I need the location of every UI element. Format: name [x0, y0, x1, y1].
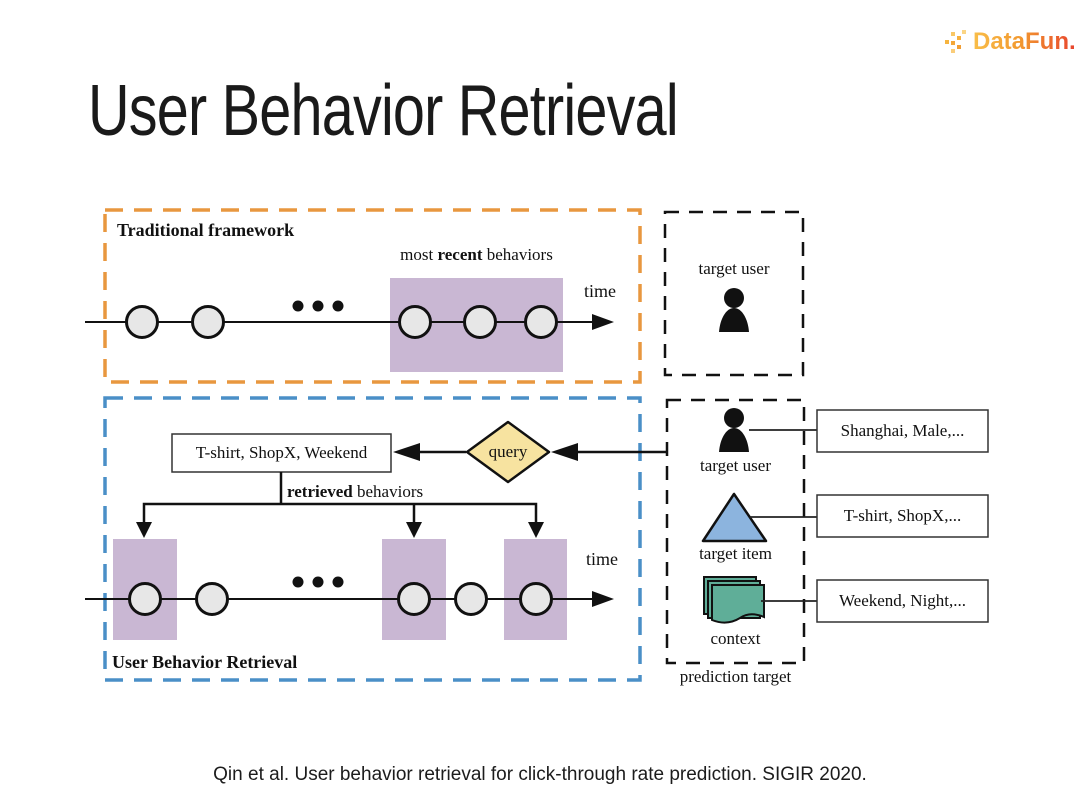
- citation: Qin et al. User behavior retrieval for c…: [213, 764, 867, 785]
- ellipsis-dot: [332, 300, 344, 312]
- behavior-node: [524, 305, 558, 339]
- traditional-framework-label: Traditional framework: [117, 220, 295, 240]
- context-info-box: [816, 579, 989, 623]
- time-label-bottom: time: [586, 549, 618, 569]
- ellipsis-dot: [312, 300, 324, 312]
- behavior-node: [128, 582, 162, 616]
- ubr-label: User Behavior Retrieval: [112, 652, 298, 672]
- timeline-top-arrowhead: [592, 314, 614, 330]
- ellipsis-dot: [292, 300, 304, 312]
- context-info-text: Weekend, Night,...: [838, 591, 967, 610]
- behavior-node: [463, 305, 497, 339]
- retrieved-annotation: retrieved behaviors: [287, 482, 424, 501]
- query-label: query: [488, 442, 528, 461]
- context-icon: [703, 576, 765, 624]
- arrow-query-to-items-head: [393, 443, 420, 461]
- item-info-box: [816, 494, 989, 538]
- datafun-logo: DataFun.: [944, 27, 1076, 57]
- branch-arrowhead-3: [528, 522, 544, 538]
- ubr-framework-box: [103, 396, 642, 682]
- behavior-node: [191, 305, 225, 339]
- prediction-target-label: prediction target: [679, 667, 792, 686]
- behavior-node: [397, 582, 431, 616]
- branch-arrowhead-2: [406, 522, 422, 538]
- page-title: User Behavior Retrieval: [88, 71, 679, 151]
- target-user-label-top: target user: [698, 259, 770, 278]
- ellipsis-dot: [292, 576, 304, 588]
- traditional-framework-box: [103, 208, 642, 384]
- query-diamond: [465, 420, 551, 484]
- retrieved-items-text: T-shirt, ShopX, Weekend: [195, 443, 368, 462]
- behavior-node: [519, 582, 553, 616]
- datafun-pixels-icon: [945, 30, 966, 53]
- behavior-node: [195, 582, 229, 616]
- prediction-target-box: [665, 398, 806, 665]
- behavior-node: [454, 582, 488, 616]
- branch-lines: [142, 502, 538, 526]
- user-info-box: [816, 409, 989, 453]
- arrow-target-to-query-head: [551, 443, 578, 461]
- user-info-text: Shanghai, Male,...: [840, 421, 965, 440]
- ellipsis-dot: [312, 576, 324, 588]
- item-info-text: T-shirt, ShopX,...: [843, 506, 962, 525]
- person-icon: [719, 288, 749, 332]
- target-user-box: [663, 210, 805, 377]
- most-recent-annotation: most recent behaviors: [400, 245, 553, 264]
- target-item-label: target item: [699, 544, 772, 563]
- behavior-node: [125, 305, 159, 339]
- context-label: context: [710, 629, 761, 648]
- target-user-label: target user: [700, 456, 771, 475]
- timeline-bottom-arrowhead: [592, 591, 614, 607]
- ellipsis-dot: [332, 576, 344, 588]
- branch-arrowhead-1: [136, 522, 152, 538]
- datafun-logo-text: DataFun.: [973, 28, 1076, 55]
- time-label-top: time: [584, 281, 616, 301]
- behavior-node: [398, 305, 432, 339]
- person-icon: [719, 408, 749, 452]
